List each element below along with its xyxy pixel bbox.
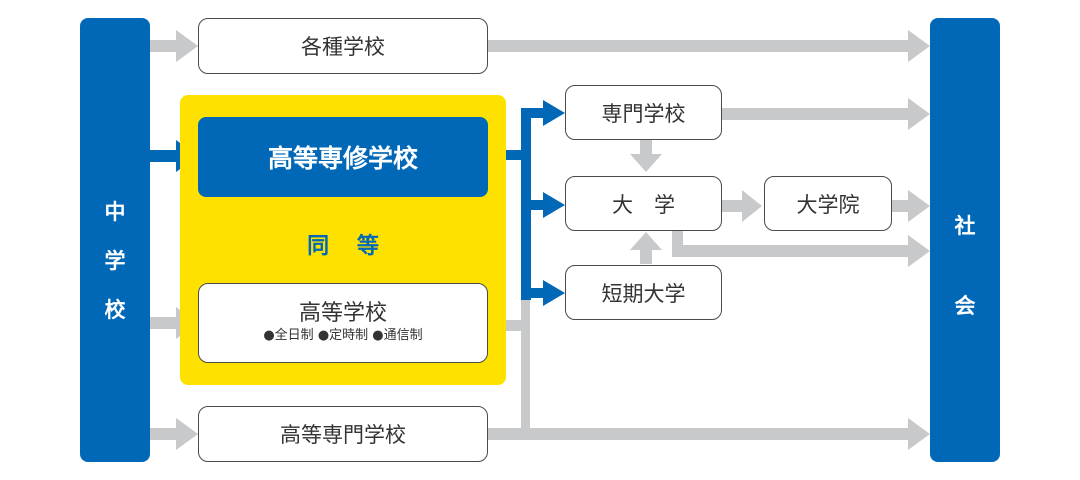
society-char: 社 [954, 214, 976, 238]
arrowhead [176, 418, 198, 450]
society-column: 社 会 [930, 18, 1000, 462]
box-senmon-gakko: 専門学校 [565, 85, 722, 140]
box-kakushu-gakko: 各種学校 [198, 18, 488, 74]
arrow-daigaku-to-society [672, 245, 910, 257]
arrow-kakushu-to-society [488, 40, 910, 52]
arrowhead [543, 192, 565, 218]
arrow-koto-senmon-to-society [488, 428, 910, 440]
arrowhead [908, 190, 930, 222]
blue-arrow-to-tanki [521, 288, 545, 298]
box-label: 短期大学 [601, 281, 686, 306]
line-koto-gakko-out [488, 320, 530, 331]
arrowhead [908, 418, 930, 450]
box-label: 大 学 [612, 192, 675, 217]
junior-high-char: 校 [104, 298, 126, 322]
box-label: 各種学校 [301, 35, 385, 59]
junior-high-char: 学 [104, 249, 126, 273]
arrow-senmon-to-society [722, 108, 910, 120]
arrowhead [908, 98, 930, 130]
arrowhead [742, 190, 762, 222]
blue-arrow-to-koto-senshu [150, 150, 178, 162]
arrowhead [543, 100, 565, 126]
gray-trunk [521, 300, 530, 440]
box-koto-senshu-gakko: 高等専修学校 [198, 117, 488, 197]
box-sublabel: ●全日制 ●定時制 ●通信制 [263, 328, 423, 343]
arrowhead [630, 232, 662, 250]
arrow-to-kakushu [150, 40, 178, 52]
box-label: 高等専門学校 [280, 423, 406, 447]
box-daigakuin: 大学院 [764, 176, 892, 231]
arrowhead [176, 30, 198, 62]
arrow-daigakuin-to-society [892, 200, 910, 212]
line-daigaku-down [672, 230, 683, 255]
box-label: 高等専修学校 [267, 144, 418, 173]
blue-arrow-to-daigaku [521, 200, 545, 210]
box-label: 大学院 [796, 192, 860, 217]
box-koto-senmon-gakko: 高等専門学校 [198, 406, 488, 462]
box-label: 専門学校 [601, 101, 686, 126]
arrowhead [630, 154, 662, 172]
blue-arrow-to-senmon [521, 108, 545, 118]
box-koto-gakko: 高等学校 ●全日制 ●定時制 ●通信制 [198, 283, 488, 363]
arrowhead [908, 30, 930, 62]
box-label: 高等学校 [298, 301, 387, 326]
arrow-senmon-to-daigaku [640, 140, 652, 156]
arrowhead [908, 235, 930, 267]
arrowhead [543, 280, 565, 306]
equivalent-label: 同 等 [307, 234, 389, 259]
blue-line-koto-senshu-out [488, 150, 530, 160]
arrow-to-koto-gakko [150, 317, 178, 329]
junior-high-column: 中 学 校 [80, 18, 150, 462]
box-tanki-daigaku: 短期大学 [565, 265, 722, 320]
junior-high-char: 中 [104, 200, 126, 224]
box-daigaku: 大 学 [565, 176, 722, 231]
arrow-to-koto-senmon [150, 428, 178, 440]
society-char: 会 [954, 294, 976, 318]
arrow-tanki-to-daigaku [640, 248, 652, 264]
arrow-daigaku-to-daigakuin [722, 200, 744, 212]
